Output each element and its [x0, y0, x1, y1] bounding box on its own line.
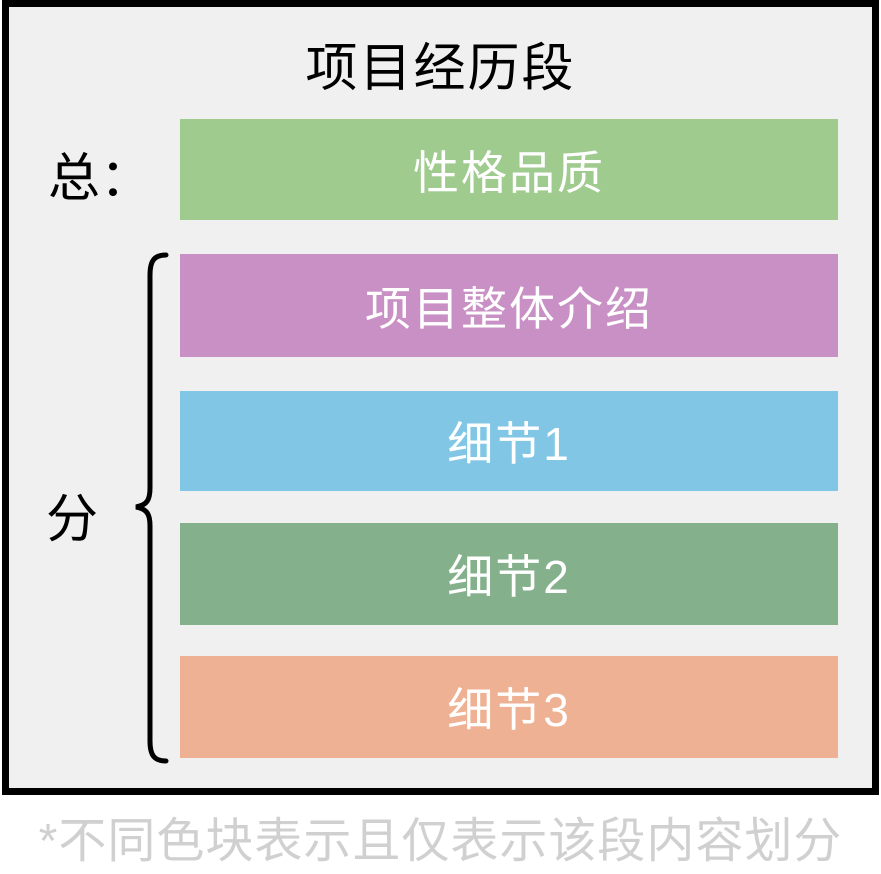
detail-label: 分	[46, 491, 99, 549]
bar-character-quality: 性格品质	[180, 119, 838, 220]
bar-detail-2: 细节2	[180, 523, 838, 625]
bar-detail-1: 细节1	[180, 391, 838, 491]
bar-detail-3: 细节3	[180, 656, 838, 758]
diagram-title: 项目经历段	[305, 40, 576, 98]
footnote: *不同色块表示且仅表示该段内容划分	[38, 815, 843, 868]
bar-project-overview: 项目整体介绍	[180, 254, 838, 357]
summary-label: 总：	[48, 150, 153, 208]
left-curly-brace-icon	[135, 252, 169, 764]
